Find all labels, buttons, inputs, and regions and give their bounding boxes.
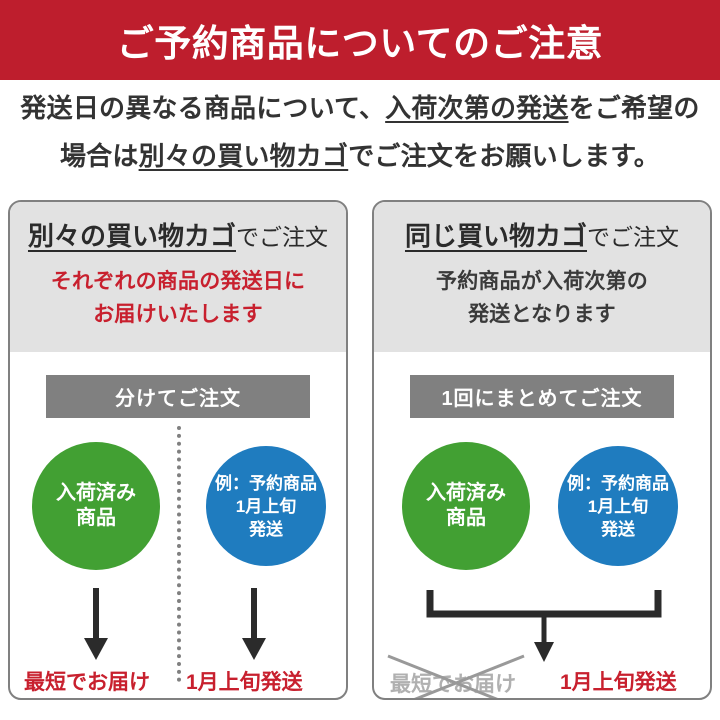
circles-row-same: 入荷済み 商品 例：予約商品 1月上旬 発送 [374,434,710,584]
circle-blue-line2: 1月上旬 [235,496,297,516]
arrows-separate [10,588,346,666]
circle-blue-line3: 発送 [249,519,283,539]
intro-line2-post: でご注文をお願いします。 [348,141,661,171]
panel-subtext-separate: それぞれの商品の発送日に お届けいたします [10,265,346,331]
intro-line-1: 発送日の異なる商品について、入荷次第の発送をご希望の [0,84,720,132]
panel-header-same: 同じ買い物カゴでご注文 予約商品が入荷次第の 発送となります [374,202,710,352]
down-arrow-icon [242,588,266,660]
ribbon-wrap-same: 1回にまとめてご注文 [374,375,710,418]
circle-blue-line2: 1月上旬 [587,496,649,516]
intro-line-2: 場合は別々の買い物カゴでご注文をお願いします。 [0,132,720,180]
bottom-label-fastest-delivery-disabled: 最短でお届け [390,673,516,696]
circle-green-line2: 商品 [446,507,486,529]
panel-title-strong: 同じ買い物カゴ [404,221,587,251]
panel-subtext-line2: 発送となります [468,303,616,326]
comparison-panels: 別々の買い物カゴでご注文 それぞれの商品の発送日に お届けいたします 分けてご注… [8,200,712,702]
ribbon-separate-order: 分けてご注文 [46,375,310,418]
header-banner: ご予約商品についてのご注意 [0,0,720,80]
bottom-label-fastest-delivery: 最短でお届け [24,671,150,694]
panel-title-separate: 別々の買い物カゴでご注文 [10,216,346,257]
merge-down-arrow-icon [426,590,662,662]
ribbon-single-order: 1回にまとめてご注文 [410,375,674,418]
page-title: ご予約商品についてのご注意 [116,23,604,64]
circle-green-line1: 入荷済み [56,482,136,504]
down-arrow-icon [84,588,108,660]
panel-separate-cart: 別々の買い物カゴでご注文 それぞれの商品の発送日に お届けいたします 分けてご注… [8,200,348,700]
panel-title-strong: 別々の買い物カゴ [27,221,236,251]
panel-header-separate: 別々の買い物カゴでご注文 それぞれの商品の発送日に お届けいたします [10,202,346,352]
panel-subtext-same: 予約商品が入荷次第の 発送となります [374,265,710,331]
circle-in-stock-separate: 入荷済み 商品 [32,442,160,570]
dotted-divider [177,426,185,682]
circles-row-separate: 入荷済み 商品 例：予約商品 1月上旬 発送 [10,434,346,584]
circle-preorder-same: 例：予約商品 1月上旬 発送 [558,446,678,566]
circle-blue-line1: 例：予約商品 [215,473,317,493]
panel-title-tail: でご注文 [236,224,328,250]
bottom-label-january-shipping: 1月上旬発送 [186,671,303,694]
circle-blue-line3: 発送 [601,519,635,539]
arrows-same [374,588,710,666]
intro-line1-underlined: 入荷次第の発送 [385,93,569,123]
circle-green-line2: 商品 [76,507,116,529]
ribbon-wrap-separate: 分けてご注文 [10,375,346,418]
panel-title-same: 同じ買い物カゴでご注文 [374,216,710,257]
intro-line2-underlined: 別々の買い物カゴ [138,141,349,171]
intro-line1-post: をご希望の [568,93,700,123]
intro-line2-pre: 場合は [59,141,139,171]
panel-subtext-line2: お届けいたします [93,303,263,326]
intro-paragraph: 発送日の異なる商品について、入荷次第の発送をご希望の 場合は別々の買い物カゴでご… [0,84,720,180]
circle-blue-line1: 例：予約商品 [567,473,669,493]
circle-preorder-separate: 例：予約商品 1月上旬 発送 [206,446,326,566]
panel-same-cart: 同じ買い物カゴでご注文 予約商品が入荷次第の 発送となります 1回にまとめてご注… [372,200,712,700]
bottom-labels-separate: 最短でお届け 1月上旬発送 [10,666,346,698]
panel-subtext-line1: それぞれの商品の発送日に [50,270,306,293]
panel-title-tail: でご注文 [587,224,679,250]
circle-green-line1: 入荷済み [426,482,506,504]
bottom-labels-same: 最短でお届け 1月上旬発送 [374,654,710,698]
panel-subtext-line1: 予約商品が入荷次第の [436,270,648,293]
circle-in-stock-same: 入荷済み 商品 [402,442,530,570]
bottom-label-january-shipping: 1月上旬発送 [560,671,677,694]
intro-line1-pre: 発送日の異なる商品について、 [20,93,386,123]
